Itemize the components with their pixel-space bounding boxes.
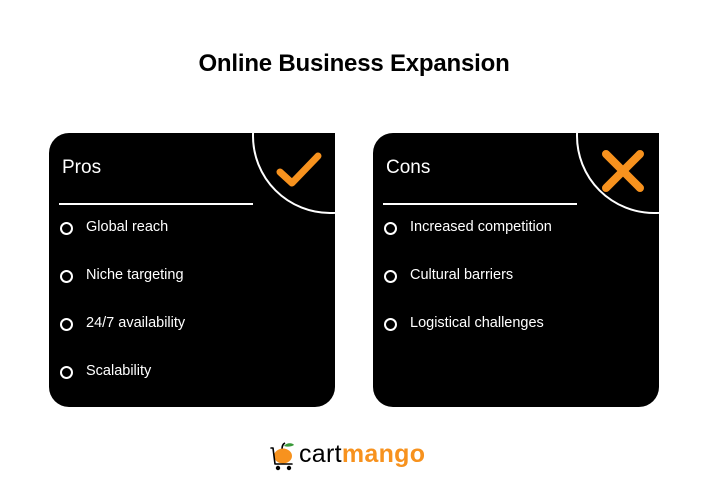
bullet-circle-icon bbox=[384, 270, 397, 283]
pros-heading: Pros bbox=[62, 157, 102, 178]
bullet-circle-icon bbox=[60, 222, 73, 235]
pros-item-label: Global reach bbox=[86, 219, 169, 235]
cons-heading: Cons bbox=[386, 157, 431, 178]
pros-item-label: 24/7 availability bbox=[86, 315, 186, 331]
x-icon bbox=[602, 150, 644, 192]
bullet-circle-icon bbox=[384, 222, 397, 235]
logo-text-mango: mango bbox=[341, 440, 426, 468]
pros-item-label: Niche targeting bbox=[86, 267, 184, 283]
logo-text-cart: cart bbox=[299, 440, 342, 468]
bullet-circle-icon bbox=[60, 270, 73, 283]
cons-card: Cons Increased competition Cultural barr… bbox=[373, 133, 659, 407]
cons-item-label: Logistical challenges bbox=[410, 315, 544, 331]
page-title: Online Business Expansion bbox=[198, 50, 510, 77]
divider bbox=[59, 203, 253, 205]
check-icon bbox=[276, 152, 322, 187]
bullet-circle-icon bbox=[384, 318, 397, 331]
mango-cart-icon bbox=[270, 442, 294, 471]
pros-item-label: Scalability bbox=[86, 363, 152, 379]
cons-item-label: Cultural barriers bbox=[410, 267, 514, 283]
divider bbox=[383, 203, 577, 205]
pros-card: Pros Global reach Niche targeting 24/7 a… bbox=[49, 133, 335, 407]
bullet-circle-icon bbox=[60, 366, 73, 379]
logo-text: cartmango bbox=[299, 440, 425, 469]
bullet-circle-icon bbox=[60, 318, 73, 331]
cons-item-label: Increased competition bbox=[410, 219, 552, 235]
